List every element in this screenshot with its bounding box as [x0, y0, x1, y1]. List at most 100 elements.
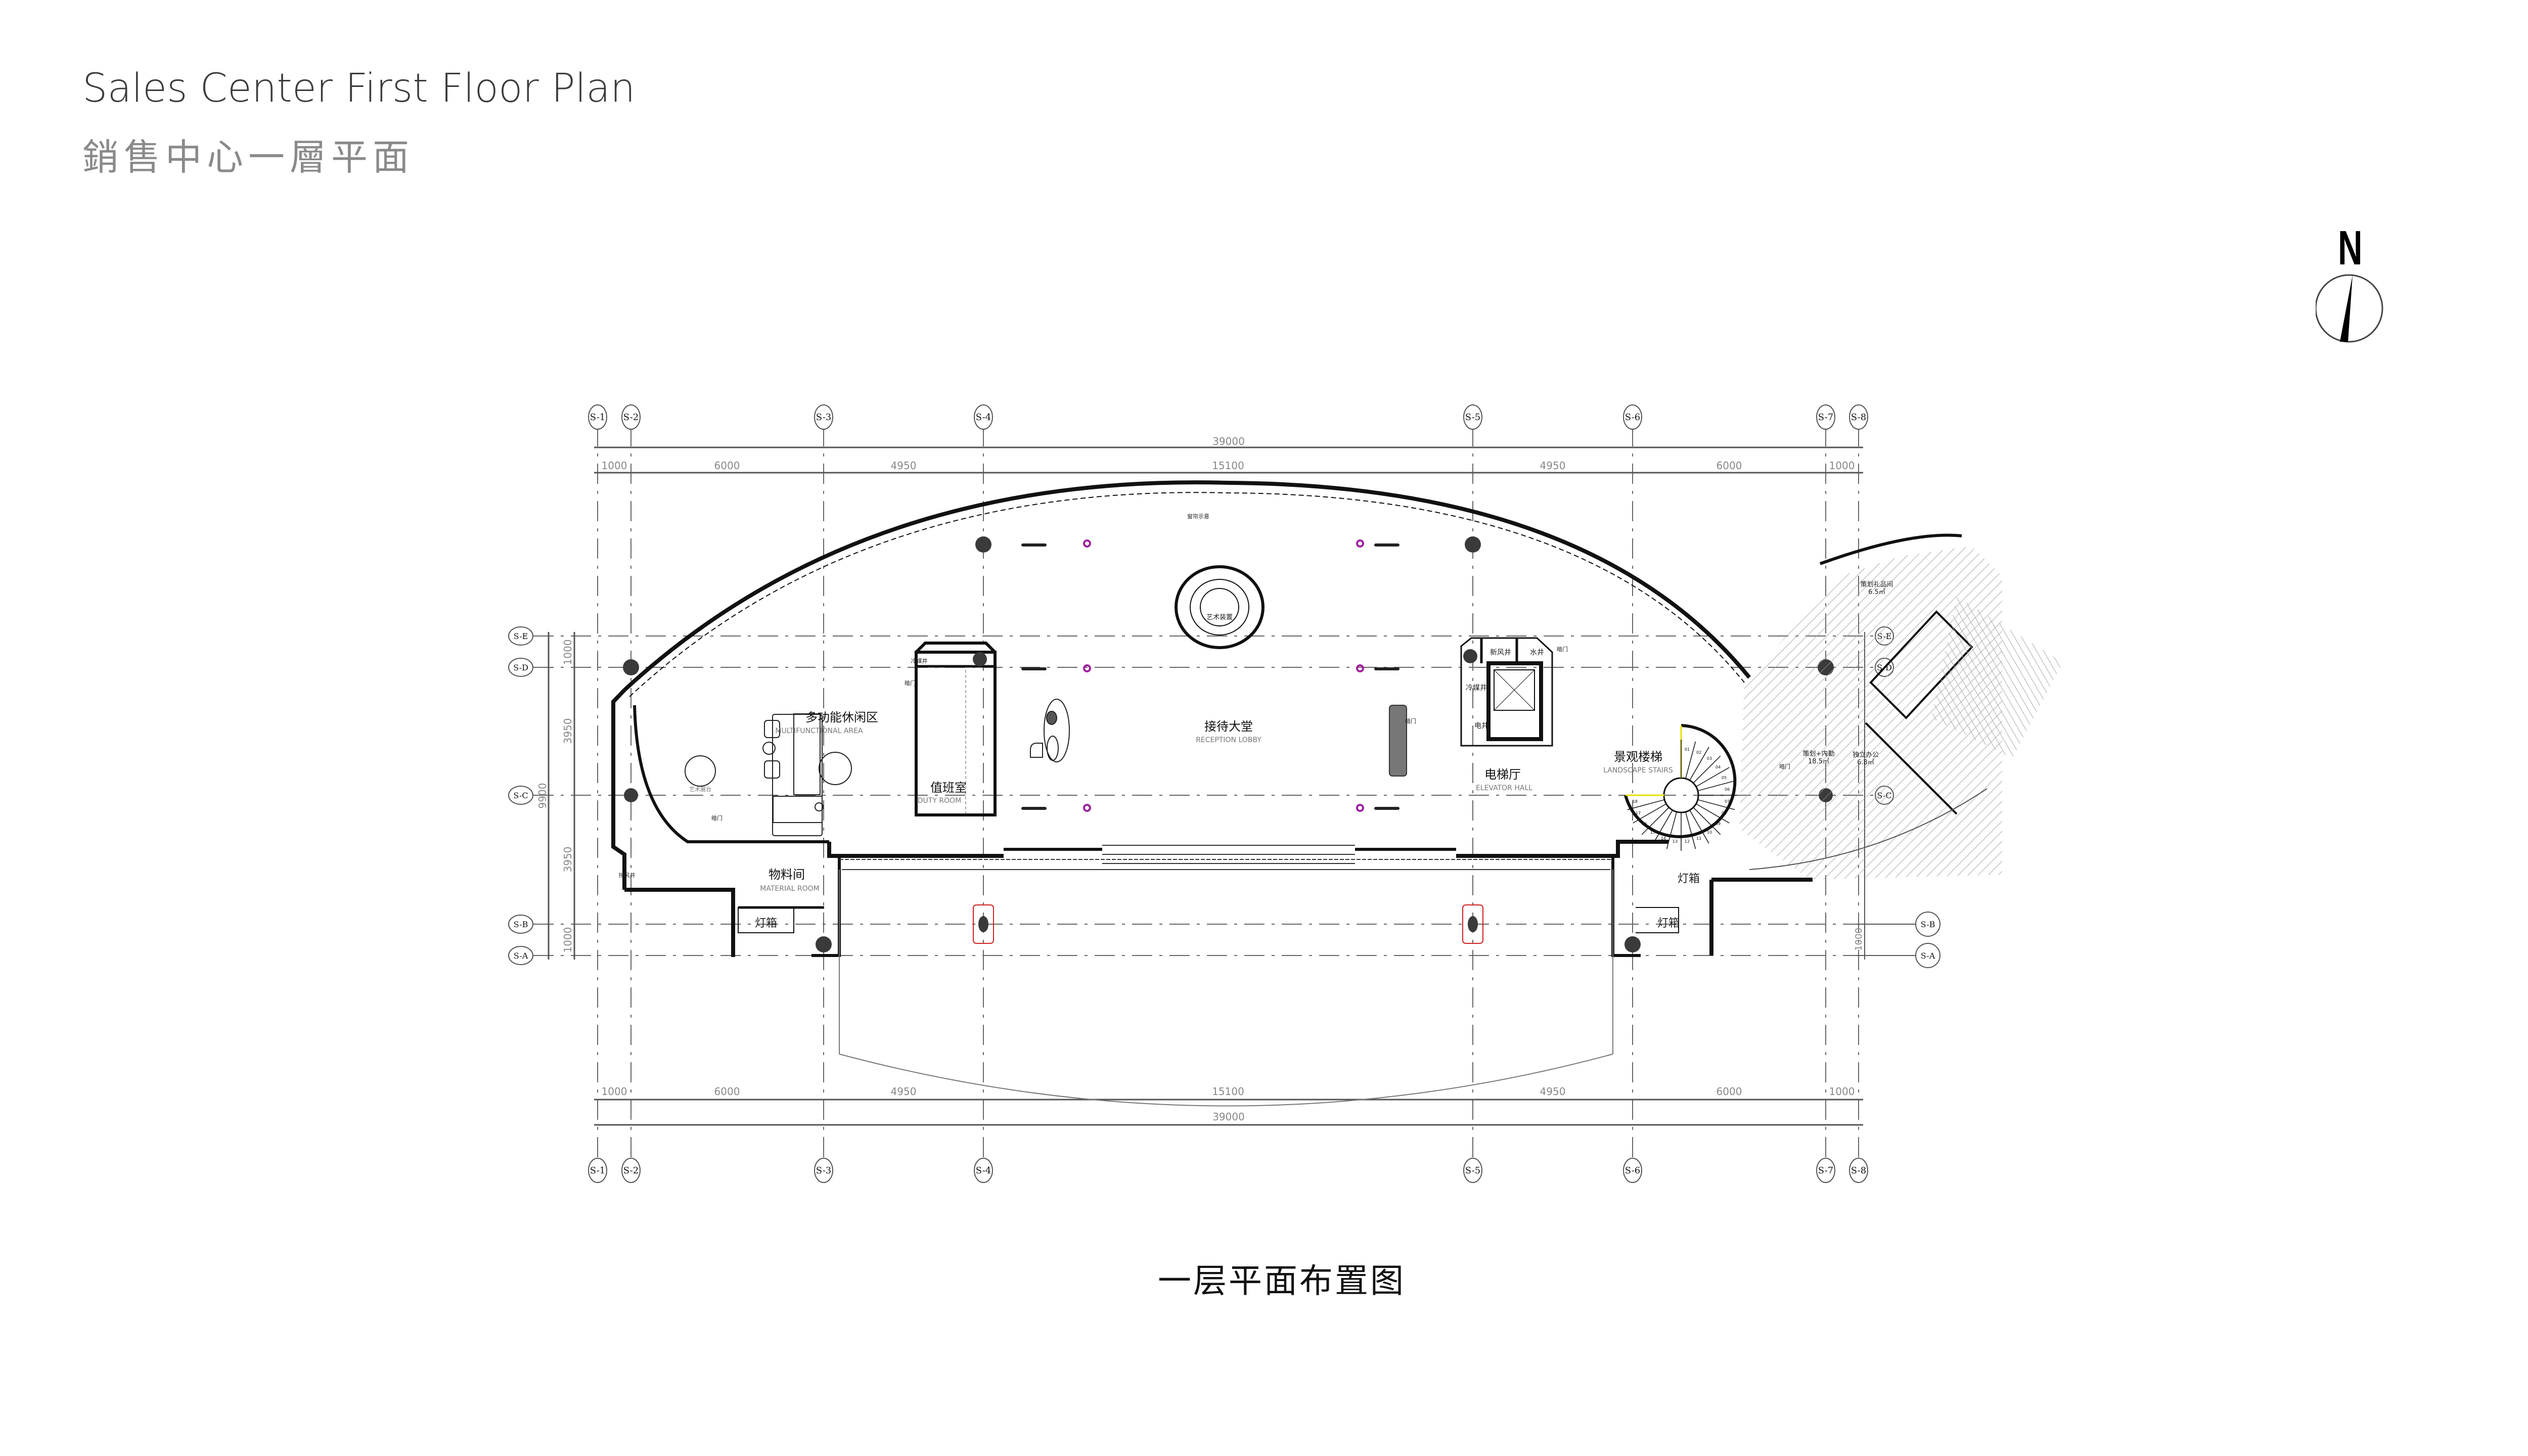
grid-bubble-S-B-right: S-B [1915, 912, 1940, 937]
column-frames [973, 904, 1483, 944]
material-room [738, 906, 1679, 933]
label-hidden-door-5: 暗门 [1779, 763, 1790, 770]
stair-step-number: 18 [1633, 799, 1638, 804]
dim-bot-4: 15100 [1212, 1085, 1244, 1098]
stair-step-number: 03 [1707, 756, 1712, 761]
dim-bottom-total: 39000 [1212, 1111, 1245, 1123]
grid-bubble-S-3: S-3 [814, 404, 833, 430]
dim-left-3: 3950 [562, 847, 574, 873]
label-duty-room-cn: 值班室 [930, 781, 967, 795]
dim-bot-6: 6000 [1717, 1085, 1742, 1098]
grid-bubble-S-5: S-5 [1463, 404, 1482, 430]
dim-left-4: 1000 [562, 927, 574, 953]
label-electrical-shaft: 电井 [1474, 722, 1488, 730]
label-water-shaft: 水井 [1530, 649, 1544, 657]
stair-step-number: 13 [1673, 839, 1678, 844]
grid-bubble-S-8: S-8 [1849, 404, 1868, 430]
sand-table [1389, 705, 1407, 777]
svg-text:S-1: S-1 [590, 1165, 606, 1176]
display-bars [1021, 543, 1400, 810]
grid-bubble-S-7: S-7 [1816, 404, 1835, 430]
grid-bubble-S-D: S-D [508, 658, 533, 677]
svg-text:S-A: S-A [1921, 951, 1935, 961]
svg-text:S-C: S-C [513, 791, 528, 800]
svg-text:S-1: S-1 [590, 412, 606, 423]
grid-bubble-S-B: S-B [508, 915, 533, 934]
dim-bot-3: 4950 [891, 1085, 917, 1098]
svg-text:S-5: S-5 [1465, 1165, 1481, 1176]
dim-top-7: 1000 [1829, 460, 1855, 472]
stair-step-number: 06 [1725, 787, 1730, 792]
page-title: Sales Center First Floor Plan [82, 66, 636, 111]
grid-bubble-S-4-bottom: S-4 [974, 1158, 993, 1183]
label-reception-cn: 接待大堂 [1204, 719, 1253, 734]
label-planning-office-area: 18.5㎡ [1808, 758, 1829, 765]
grid-bubble-S-8-bottom: S-8 [1849, 1158, 1868, 1183]
display-lights [1083, 539, 1364, 812]
dim-bot-1: 1000 [602, 1085, 627, 1098]
grid-bubble-S-2: S-2 [621, 404, 641, 430]
label-planning-gift-area: 6.5㎡ [1868, 588, 1885, 596]
label-refrigerant-shaft-2: 冷媒井 [1466, 684, 1487, 692]
svg-text:S-6: S-6 [1625, 1165, 1641, 1176]
label-multifunctional-cn: 多功能休闲区 [805, 710, 878, 724]
svg-text:S-5: S-5 [1465, 412, 1481, 423]
north-label: N [2338, 221, 2363, 275]
label-private-office: 独立办公 [1853, 751, 1879, 759]
bottom-dimension-text: 1000 6000 4950 15100 4950 6000 1000 3900… [602, 1085, 1855, 1123]
label-planning-office: 策划+内勤 [1803, 750, 1835, 758]
reception-desk [1030, 699, 1070, 762]
svg-text:S-6: S-6 [1625, 412, 1641, 423]
stair-step-number: 08 [1722, 811, 1727, 815]
label-stairs-cn: 景观楼梯 [1614, 750, 1662, 764]
stair-step-number: 01 [1685, 747, 1690, 752]
dim-right-1: 1000 [1854, 928, 1864, 951]
svg-text:S-8: S-8 [1851, 1165, 1867, 1176]
left-dimensions [548, 632, 575, 960]
label-multifunctional-en: MULTIFUNCTIONAL AREA [775, 727, 863, 735]
label-reception-en: RECEPTION LOBBY [1196, 736, 1261, 744]
grid-bubbles-left: S-E S-D S-C S-B S-A [508, 626, 533, 965]
label-hidden-door-3: 暗门 [1405, 717, 1416, 724]
label-light-box-1: 灯箱 [755, 917, 777, 930]
dim-top-1: 1000 [602, 460, 627, 472]
stair-step-number: 07 [1725, 799, 1730, 804]
exterior-walls [611, 480, 1813, 957]
room-labels: 多功能休闲区 MULTIFUNCTIONAL AREA 值班室 DUTY ROO… [760, 710, 1673, 893]
label-curtain: 窗帘示意 [1187, 513, 1209, 520]
label-planning-gift: 策划礼品间 [1860, 580, 1893, 588]
label-duty-room-en: DUTY ROOM [918, 797, 961, 805]
label-light-box-3: 灯箱 [1678, 873, 1700, 885]
label-stairs-en: LANDSCAPE STAIRS [1603, 766, 1673, 775]
stair-step-number: 11 [1696, 836, 1701, 841]
north-arrow-icon [2316, 274, 2383, 343]
label-art-display: 艺术展台 [689, 786, 711, 793]
multifunctional-area [685, 713, 824, 836]
label-elevator-hall-cn: 电梯厅 [1484, 767, 1521, 782]
stair-step-number: 09 [1716, 822, 1721, 826]
svg-text:S-8: S-8 [1851, 412, 1867, 423]
grid-bubble-S-2-bottom: S-2 [621, 1158, 641, 1183]
lounge-chair-icon [762, 720, 852, 785]
stair-step-number: 04 [1716, 765, 1721, 769]
elevator-core [1460, 637, 1553, 747]
east-offices [1739, 533, 2063, 880]
svg-text:S-4: S-4 [976, 1165, 991, 1176]
svg-text:S-B: S-B [1921, 920, 1935, 929]
svg-text:S-7: S-7 [1818, 412, 1834, 423]
grid-bubble-S-E: S-E [508, 626, 533, 646]
svg-text:S-2: S-2 [623, 412, 639, 423]
stair-step-number: 02 [1696, 750, 1701, 755]
left-dimension-text: 1000 3950 9900 3950 1000 [536, 640, 574, 953]
svg-text:S-3: S-3 [816, 412, 832, 423]
grid-bubble-S-4: S-4 [974, 404, 993, 430]
dim-top-2: 6000 [714, 460, 740, 472]
grid-bubble-S-C: S-C [508, 786, 533, 805]
dim-left-total: 9900 [536, 783, 549, 809]
annotations: 艺术装置 艺术展台 窗帘示意 暗门 暗门 暗门 暗门 暗门 排风井 冷媒井 冷媒… [619, 513, 1791, 930]
dim-bot-5: 4950 [1540, 1085, 1566, 1098]
dim-top-4: 15100 [1212, 460, 1244, 472]
label-hidden-door-1: 暗门 [711, 814, 723, 822]
